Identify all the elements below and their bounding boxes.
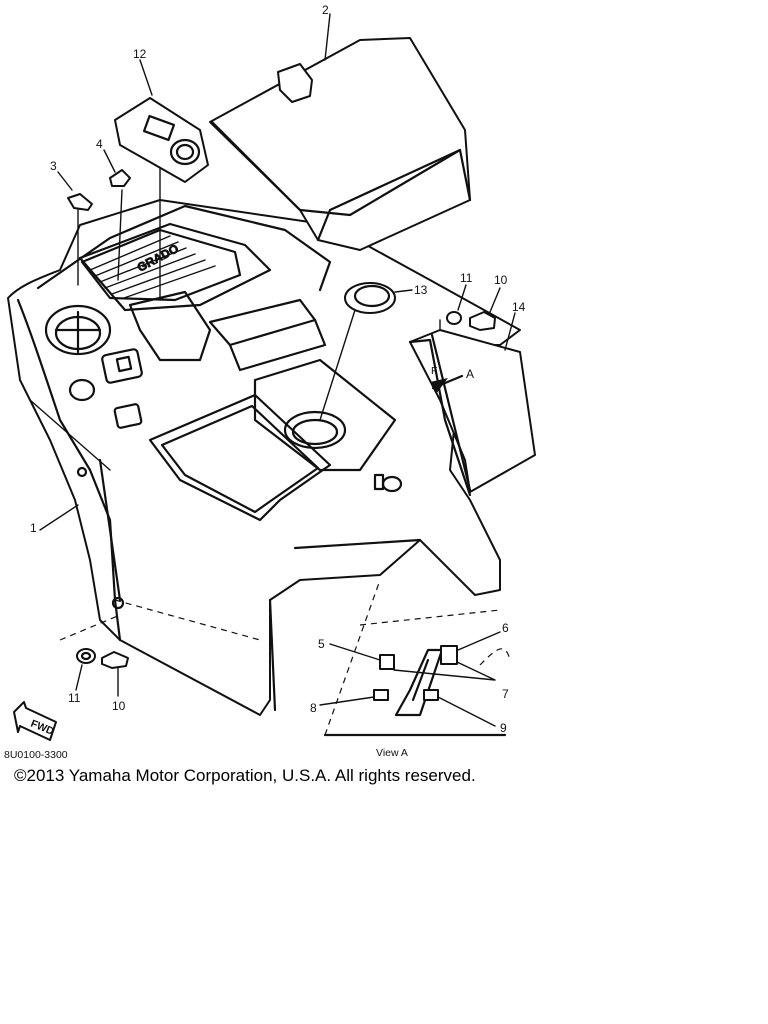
callout-4: 4 [96, 137, 103, 151]
callout-numbers: 2 12 3 4 13 11 10 14 A 1 11 10 5 6 7 8 9… [4, 3, 526, 761]
callout-10-lower: 10 [112, 699, 126, 713]
callout-11-upper: 11 [460, 271, 473, 285]
grommet-13 [319, 282, 396, 421]
part-code: 8U0100-3300 [4, 749, 68, 761]
callout-8: 8 [310, 701, 317, 715]
view-a-inset [319, 579, 511, 737]
callout-10-upper: 10 [494, 273, 508, 287]
copyright-notice: ©2013 Yamaha Motor Corporation, U.S.A. A… [14, 766, 476, 785]
callout-1: 1 [30, 521, 37, 535]
console-body: GRADO [7, 199, 521, 716]
side-panel-14: F [408, 329, 536, 497]
grille-lines [89, 235, 216, 299]
switch-cover [114, 97, 209, 301]
right-cup-recess [253, 358, 403, 493]
callout-11-lower: 11 [68, 691, 81, 705]
clip-3 [67, 193, 93, 286]
fwd-arrow-icon: FWD [13, 701, 57, 741]
view-a-label: View A [376, 747, 408, 759]
bolt-washer-lower [76, 648, 129, 669]
callout-3: 3 [50, 159, 57, 173]
arrow-a-label: A [466, 367, 474, 381]
leader-lines [39, 13, 516, 697]
callout-6: 6 [502, 621, 509, 635]
panel-tab: F [431, 365, 437, 377]
callout-7: 7 [502, 687, 509, 701]
lid [209, 37, 472, 251]
callout-2: 2 [322, 3, 329, 17]
clip-4 [109, 169, 131, 281]
left-cupholder [44, 304, 112, 356]
callout-13: 13 [414, 283, 428, 297]
callout-12: 12 [133, 47, 147, 61]
callout-9: 9 [500, 721, 507, 735]
callout-5: 5 [318, 637, 325, 651]
callout-14: 14 [512, 300, 526, 314]
